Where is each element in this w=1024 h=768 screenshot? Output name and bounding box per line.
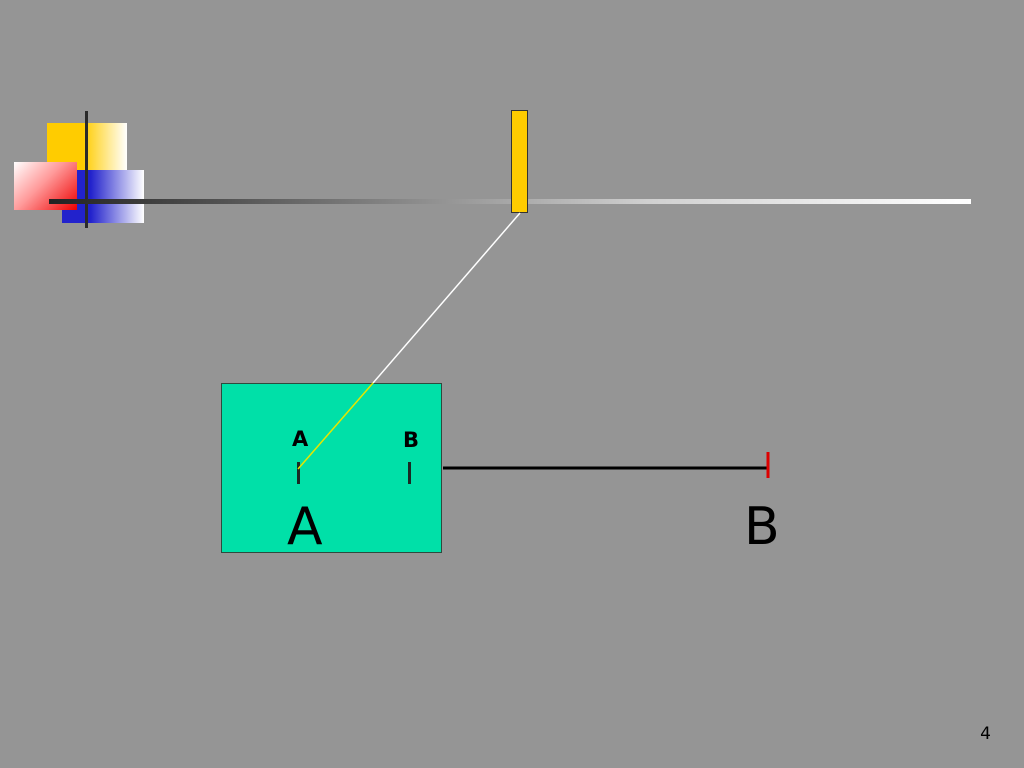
slide-number: 4 [980,724,991,744]
tick-a [297,462,300,484]
yellow-marker-bar [511,110,528,213]
big-label-b: B [744,497,780,557]
small-label-a: A [292,427,309,451]
big-label-a: A [287,497,323,557]
tick-b [408,462,411,484]
box-a: A B A [221,383,442,553]
top-gradient-line [49,199,971,204]
small-label-b: B [403,428,420,452]
logo-vertical-line [85,111,88,228]
white-diagonal-line [372,212,521,384]
